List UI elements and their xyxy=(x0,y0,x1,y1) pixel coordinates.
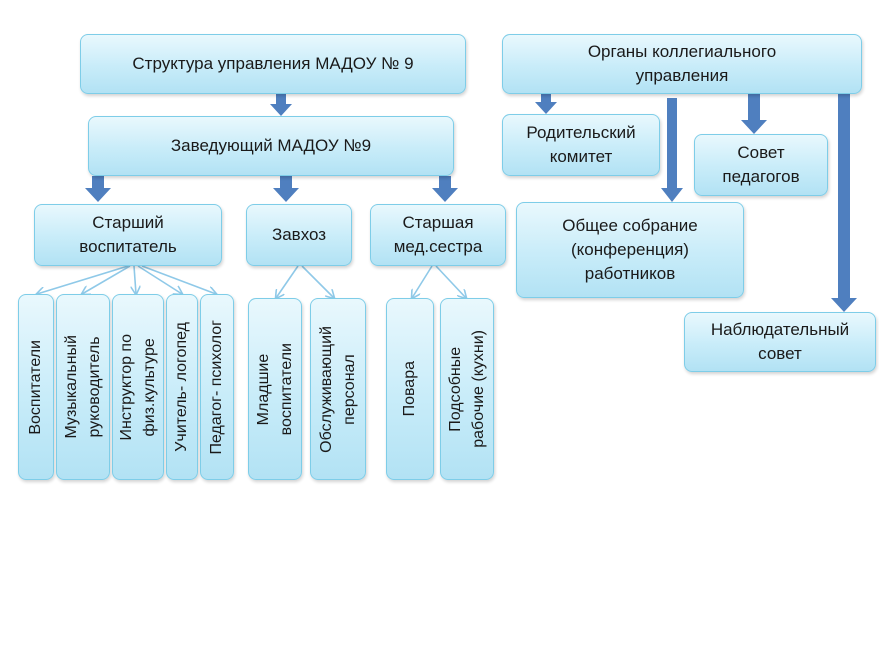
block-arrow-to-general-meeting xyxy=(661,98,683,202)
supply-manager-label: Завхоз xyxy=(271,225,327,245)
block-arrow-title-to-head xyxy=(270,94,292,116)
psychologist-box: Педагог- психолог xyxy=(200,294,234,480)
connector-to-psychologist xyxy=(141,265,216,294)
junior-educators-box: Младшие воспитатели xyxy=(248,298,302,480)
structure-title-box: Структура управления МАДОУ № 9 xyxy=(80,34,466,94)
block-arrow-to-parent-committee xyxy=(535,94,557,114)
connector-to-music-director xyxy=(82,265,131,294)
structure-title: Структура управления МАДОУ № 9 xyxy=(132,54,414,74)
speech-therapist-box: Учитель- логопед xyxy=(166,294,198,480)
teachers-council-label: Совет педагогов xyxy=(722,143,800,186)
connector-to-kitchen-workers xyxy=(435,265,466,298)
connector-to-pe-instructor xyxy=(134,265,136,294)
connector-to-speech-therapist xyxy=(137,265,182,294)
teachers-council-box: Совет педагогов xyxy=(694,134,828,196)
cooks-box: Повара xyxy=(386,298,434,480)
block-arrow-head-to-senior-educator xyxy=(85,176,111,202)
general-meeting-box: Общее собрание (конференция) работников xyxy=(516,202,744,298)
speech-therapist-label: Учитель- логопед xyxy=(173,322,191,452)
block-arrow-to-teachers-council xyxy=(741,94,767,134)
pe-instructor-label: Инструктор по физ.культуре xyxy=(117,333,158,441)
block-arrow-to-supervisory-board xyxy=(831,94,857,312)
service-staff-box: Обслуживающий персонал xyxy=(310,298,366,480)
connector-to-educators xyxy=(37,265,129,294)
collegial-title-box: Органы коллегиального управления xyxy=(502,34,862,94)
head-box: Заведующий МАДОУ №9 xyxy=(88,116,454,176)
parent-committee-label: Родительский комитет xyxy=(526,123,636,166)
collegial-title: Органы коллегиального управления xyxy=(587,42,777,85)
kitchen-workers-label: Подсобные рабочие (кухни) xyxy=(446,330,487,448)
cooks-label: Повара xyxy=(401,361,419,417)
connector-to-service-staff xyxy=(301,265,334,298)
kitchen-workers-box: Подсобные рабочие (кухни) xyxy=(440,298,494,480)
block-arrow-head-to-supply-manager xyxy=(273,176,299,202)
connector-to-junior-educators xyxy=(276,265,299,298)
supply-manager-box: Завхоз xyxy=(246,204,352,266)
music-director-label: Музыкальный руководитель xyxy=(62,335,103,439)
parent-committee-box: Родительский комитет xyxy=(502,114,660,176)
senior-educator-label: Старший воспитатель xyxy=(79,213,177,256)
junior-educators-label: Младшие воспитатели xyxy=(254,342,295,436)
connector-to-cooks xyxy=(412,265,433,298)
service-staff-label: Обслуживающий персонал xyxy=(317,325,358,453)
educators-label: Воспитатели xyxy=(27,339,45,435)
general-meeting-label: Общее собрание (конференция) работников xyxy=(562,216,698,283)
head-label: Заведующий МАДОУ №9 xyxy=(170,136,372,156)
senior-educator-box: Старший воспитатель xyxy=(34,204,222,266)
music-director-box: Музыкальный руководитель xyxy=(56,294,110,480)
pe-instructor-box: Инструктор по физ.культуре xyxy=(112,294,164,480)
head-nurse-label: Старшая мед.сестра xyxy=(393,213,483,256)
psychologist-label: Педагог- психолог xyxy=(208,319,226,455)
educators-box: Воспитатели xyxy=(18,294,54,480)
block-arrow-head-to-head-nurse xyxy=(432,176,458,202)
supervisory-board-box: Наблюдательный совет xyxy=(684,312,876,372)
supervisory-board-label: Наблюдательный совет xyxy=(710,320,850,363)
head-nurse-box: Старшая мед.сестра xyxy=(370,204,506,266)
